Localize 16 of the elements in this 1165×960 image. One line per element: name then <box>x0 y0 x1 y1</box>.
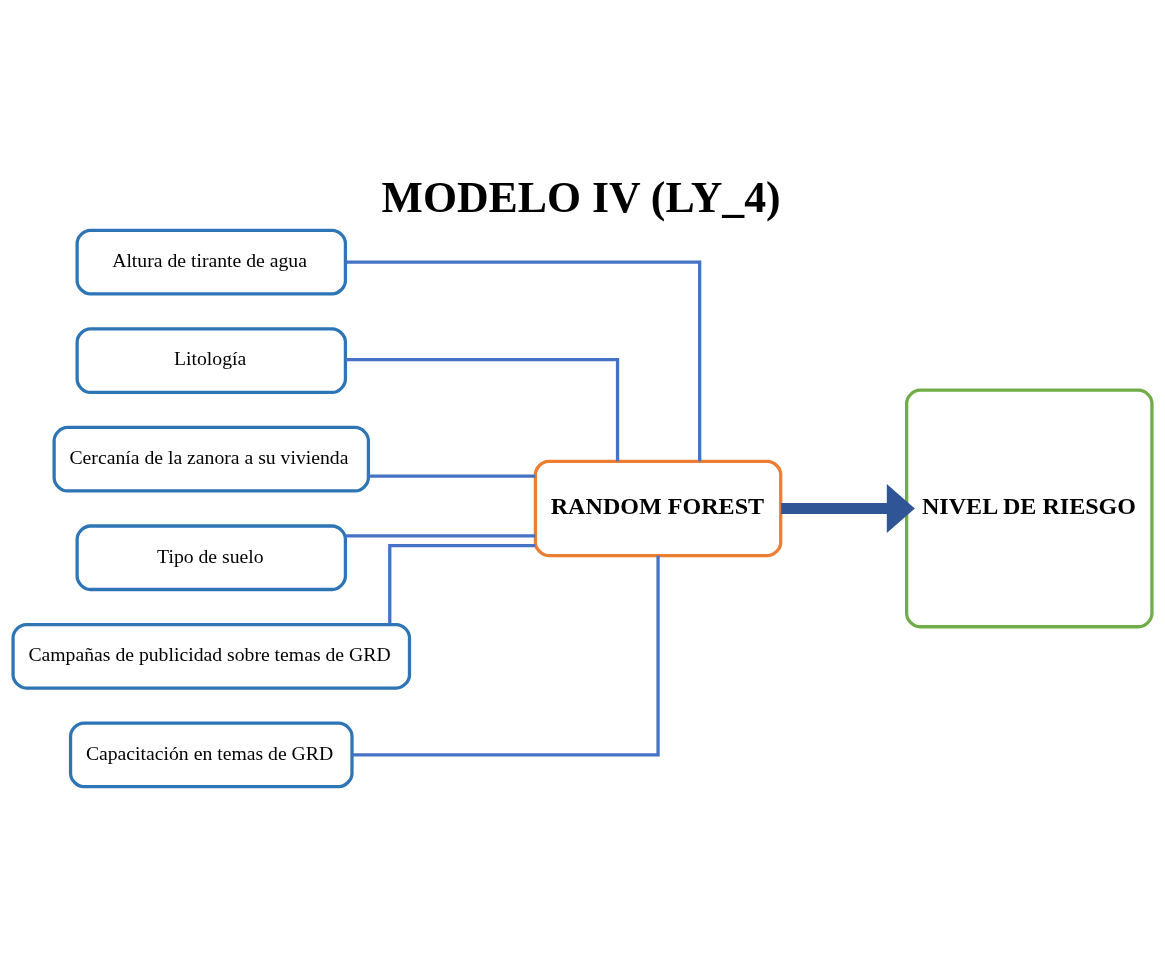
node-box: Litología <box>75 327 348 395</box>
node-box: NIVEL DE RIESGO <box>905 388 1154 629</box>
connector <box>368 474 536 478</box>
connector <box>352 555 660 757</box>
node-box: Capacitación en temas de GRD <box>68 721 354 789</box>
connector <box>345 260 702 462</box>
connector <box>345 357 620 462</box>
node-box: Tipo de suelo <box>75 524 348 592</box>
connector <box>345 534 536 538</box>
node-box: Campañas de publicidad sobre temas de GRD <box>11 622 412 690</box>
node-box: Altura de tirante de agua <box>75 228 348 296</box>
node-box: RANDOM FOREST <box>533 459 783 558</box>
arrow <box>781 483 915 533</box>
node-box: Cercanía de la zanora a su vivienda <box>52 425 371 493</box>
diagram-title: MODELO IV (LY_4) <box>381 172 781 221</box>
connector <box>388 544 536 625</box>
